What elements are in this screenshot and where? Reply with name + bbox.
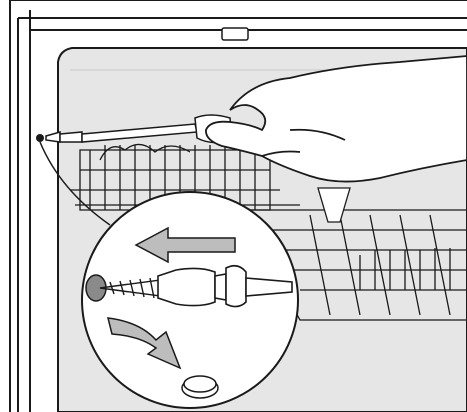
- door-latch: [222, 28, 248, 40]
- cover-cap-icon: [182, 376, 218, 398]
- screw-hole-marker: [36, 134, 44, 142]
